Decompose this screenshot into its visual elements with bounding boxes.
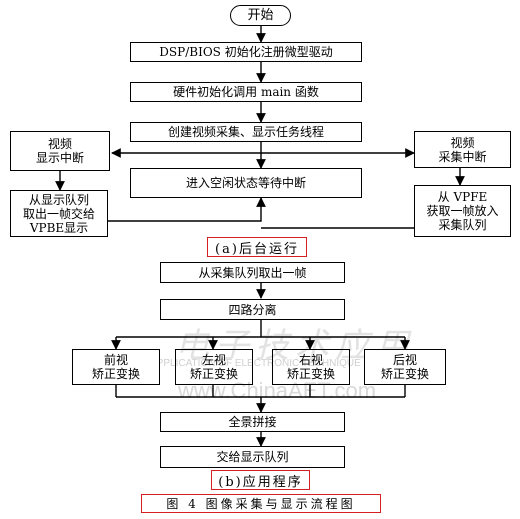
rear-view-correction: 后视 矫正变换	[364, 349, 446, 385]
deliver-display-queue-step: 交给显示队列	[160, 446, 345, 468]
start-node: 开始	[230, 5, 291, 26]
left-view-correction: 左视 矫正变换	[175, 349, 253, 385]
take-frame-step: 从采集队列取出一帧	[160, 262, 345, 283]
figure-caption: 图 4 图像采集与显示流程图	[141, 494, 381, 513]
watermark-url: www.ChinaAET.com	[178, 378, 377, 403]
front-view-correction: 前视 矫正变换	[72, 349, 160, 385]
four-way-split-step: 四路分离	[160, 299, 345, 320]
init-dsp-bios-step: DSP/BIOS 初始化注册微型驱动	[130, 42, 362, 62]
hardware-init-step: 硬件初始化调用 main 函数	[130, 82, 362, 102]
display-queue-action: 从显示队列 取出一帧交给 VPBE显示	[10, 190, 108, 237]
create-tasks-step: 创建视频采集、显示任务线程	[130, 122, 362, 142]
idle-wait-step: 进入空闲状态等待中断	[130, 168, 362, 198]
arrow-display-return	[108, 197, 266, 222]
display-interrupt: 视频 显示中断	[10, 131, 110, 171]
right-view-correction: 右视 矫正变换	[272, 349, 350, 385]
watermark-en: APPLICATION OF ELECTRONIC TECHNIQUE	[150, 358, 361, 369]
capture-queue-action: 从 VPFE 获取一帧放入 采集队列	[414, 185, 511, 237]
caption-b: (b)应用程序	[211, 470, 310, 490]
caption-a: (a)后台运行	[207, 237, 307, 257]
capture-interrupt: 视频 采集中断	[414, 131, 511, 168]
panorama-stitch-step: 全景拼接	[160, 412, 345, 432]
